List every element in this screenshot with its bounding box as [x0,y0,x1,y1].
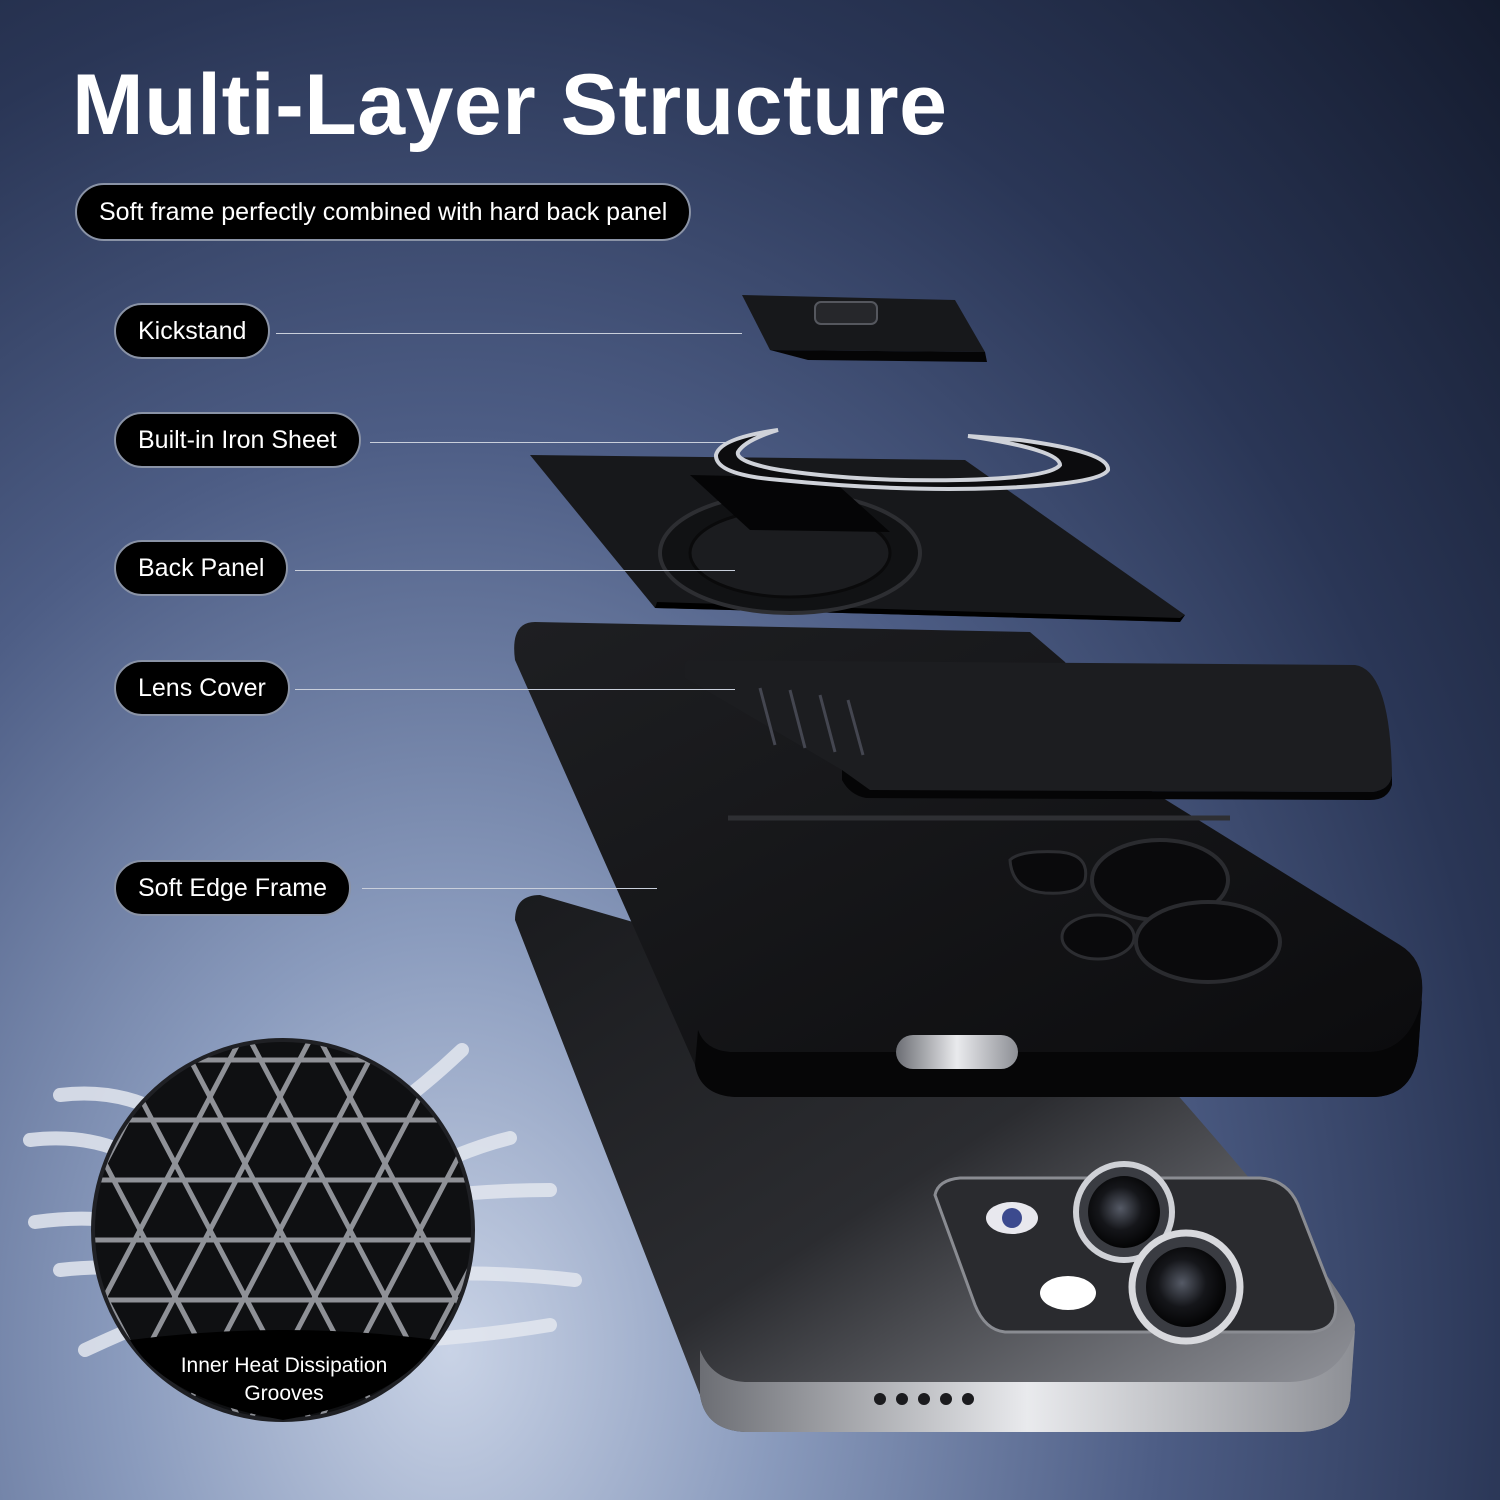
iron-sheet-art [714,428,1110,491]
back-panel-leader-line [295,570,735,571]
kickstand-leader-line [276,333,742,334]
iron-sheet-leader-line [370,442,728,443]
kickstand-art [742,295,987,362]
soft-edge-frame-art [514,622,1423,1097]
lens-cover-label: Lens Cover [114,660,290,716]
lens-cover-leader-line [295,689,735,690]
speaker-holes [874,1393,974,1405]
back-panel-label: Back Panel [114,540,289,596]
subtitle-pill: Soft frame perfectly combined with hard … [75,183,692,241]
heat-dissipation-caption: Inner Heat Dissipation Grooves [180,1354,388,1405]
soft-edge-frame-label: Soft Edge Frame [114,860,351,916]
page-title: Multi-Layer Structure [72,57,948,153]
heat-dissipation-badge-art [23,1038,582,1422]
iron-sheet-label: Built-in Iron Sheet [114,412,361,468]
lens-cover-art [684,660,1392,800]
back-panel-art [530,455,1185,622]
soft-edge-frame-leader-line [362,888,657,889]
kickstand-label: Kickstand [114,303,271,359]
